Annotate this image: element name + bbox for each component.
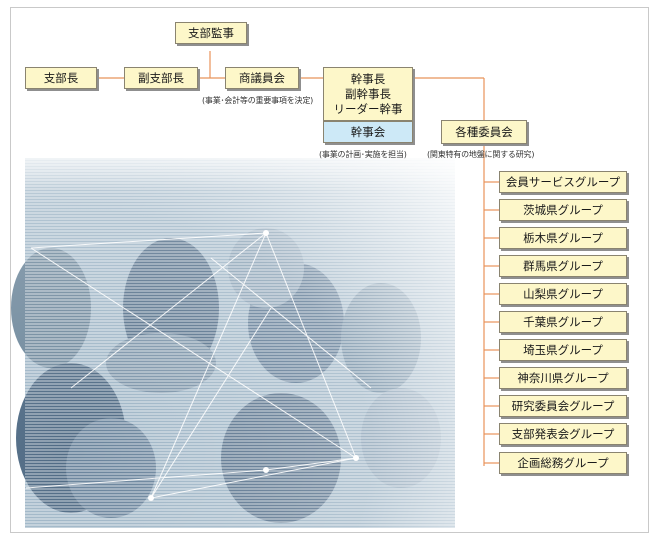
node-shibu-kanji-label: 支部監事 [188, 26, 234, 40]
node-kanjicho-line-2: 副幹事長 [345, 86, 391, 101]
node-kakushu-iinkai: 各種委員会 [441, 120, 527, 144]
group-item: 群馬県グループ [499, 255, 627, 277]
node-fuku-shibucho: 副支部長 [124, 67, 198, 89]
group-item-label: 千葉県グループ [523, 315, 603, 329]
group-item: 支部発表会グループ [499, 423, 627, 445]
group-item-label: 研究委員会グループ [511, 399, 615, 413]
group-item: 栃木県グループ [499, 227, 627, 249]
group-item-label: 群馬県グループ [523, 259, 603, 273]
node-kanjicho: 幹事長 副幹事長 リーダー幹事 [323, 67, 413, 121]
node-kanjicho-line-3: リーダー幹事 [333, 101, 403, 116]
note-shogiinkai: (事業･会計等の重要事項を決定) [202, 96, 314, 105]
note-kanjikai: (事業の計画･実施を担当) [319, 150, 407, 159]
group-item-label: 茨城県グループ [523, 203, 603, 217]
group-item-label: 埼玉県グループ [523, 343, 603, 357]
group-item: 山梨県グループ [499, 283, 627, 305]
node-shogiinkai-label: 商議員会 [239, 71, 285, 85]
note-iinkai: (関東特有の地盤に関する研究) [427, 150, 535, 159]
group-item: 茨城県グループ [499, 199, 627, 221]
group-item: 神奈川県グループ [499, 367, 627, 389]
node-kanjikai-label: 幹事会 [350, 125, 386, 139]
group-item: 研究委員会グループ [499, 395, 627, 417]
node-shogiinkai: 商議員会 [225, 67, 299, 89]
node-shibu-kanji: 支部監事 [175, 22, 247, 44]
group-item-label: 神奈川県グループ [517, 371, 609, 385]
node-shibucho-label: 支部長 [43, 71, 79, 85]
group-item: 千葉県グループ [499, 311, 627, 333]
group-item-label: 会員サービスグループ [505, 175, 621, 189]
group-item: 埼玉県グループ [499, 339, 627, 361]
node-shibucho: 支部長 [25, 67, 97, 89]
node-fuku-shibucho-label: 副支部長 [138, 71, 184, 85]
group-item-label: 山梨県グループ [523, 287, 603, 301]
org-chart-frame: 支部長 副支部長 支部監事 商議員会 (事業･会計等の重要事項を決定) 幹事長 … [10, 7, 649, 533]
group-item-label: 企画総務グループ [517, 456, 609, 470]
group-item-label: 栃木県グループ [523, 231, 603, 245]
node-kakushu-iinkai-label: 各種委員会 [455, 125, 513, 139]
connector-lines [97, 51, 499, 466]
group-item-label: 支部発表会グループ [511, 427, 615, 441]
node-kanjicho-line-1: 幹事長 [350, 71, 386, 86]
node-kanjikai: 幹事会 [323, 121, 413, 143]
group-item: 企画総務グループ [499, 452, 627, 474]
group-item: 会員サービスグループ [499, 171, 627, 193]
